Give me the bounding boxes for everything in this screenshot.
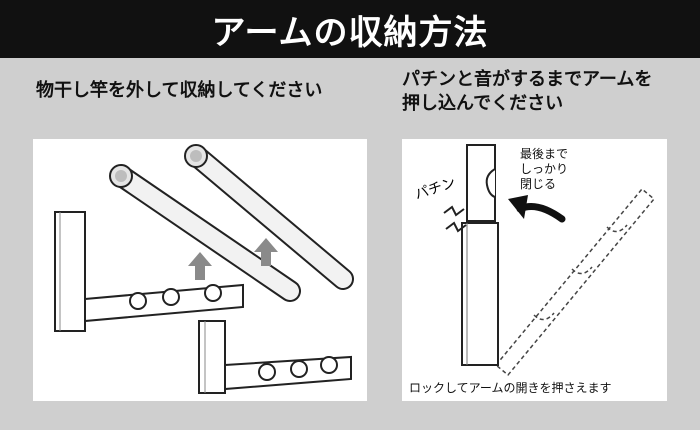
up-arrow-icon xyxy=(254,238,278,266)
close-fully-note: 最後まで しっかり 閉じる xyxy=(520,147,569,191)
right-caption-line2: 押し込んでください xyxy=(402,93,564,114)
click-mark-icon xyxy=(443,205,467,233)
lower-bracket xyxy=(198,320,352,394)
pole-left xyxy=(109,164,301,302)
right-caption: パチンと音がするまでアームを 押し込んでください xyxy=(402,68,682,116)
lock-note: ロックしてアームの開きを押さえます xyxy=(409,381,612,395)
pole-right xyxy=(184,144,354,290)
right-illustration xyxy=(443,144,656,377)
open-arm-dashed xyxy=(494,187,656,377)
right-illustration-panel: 最後まで しっかり 閉じる パチン ロックしてアームの開きを押さえます xyxy=(402,139,667,401)
up-arrow-icon xyxy=(188,252,212,280)
left-illustration xyxy=(54,144,354,394)
close-direction-arrow-icon xyxy=(508,195,566,223)
page-header: アームの収納方法 xyxy=(0,0,700,58)
left-caption: 物干し竿を外して収納してください xyxy=(36,80,323,101)
upper-bracket xyxy=(54,211,244,332)
vertical-bracket xyxy=(461,144,499,366)
page-title: アームの収納方法 xyxy=(211,12,489,53)
left-illustration-panel xyxy=(33,139,367,401)
right-caption-line1: パチンと音がするまでアームを xyxy=(402,69,653,90)
